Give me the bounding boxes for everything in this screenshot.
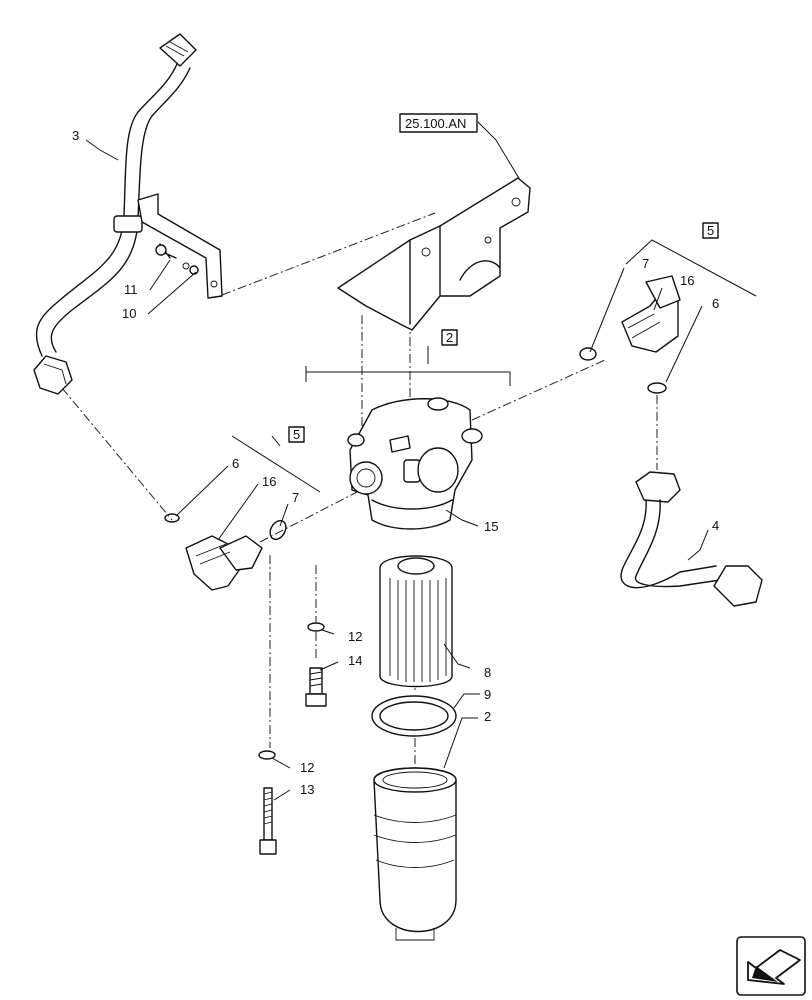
callout-7-right[interactable]: 7	[642, 256, 649, 271]
filter-element	[379, 555, 453, 688]
callout-7-left[interactable]: 7	[292, 490, 299, 505]
leader-lines	[85, 121, 757, 801]
filter-head	[347, 397, 483, 530]
callout-16-left[interactable]: 16	[262, 474, 276, 489]
callout-labels: 3 11 10 7 16 6 6 16 7 15 12 14 8 9 2 12 …	[72, 128, 719, 797]
callout-12-lower[interactable]: 12	[300, 760, 314, 775]
left-fitting-set	[164, 513, 287, 591]
return-tube	[620, 471, 763, 607]
mounting-bracket	[337, 177, 531, 331]
fasteners	[258, 622, 327, 855]
callout-6-right[interactable]: 6	[712, 296, 719, 311]
boxed-callout-2[interactable]: 2	[441, 329, 458, 346]
assembly-center-lines	[61, 212, 658, 765]
callout-15[interactable]: 15	[484, 519, 498, 534]
callout-14[interactable]: 14	[348, 653, 362, 668]
filter-bowl	[373, 767, 457, 941]
callout-9[interactable]: 9	[484, 687, 491, 702]
callout-11[interactable]: 11	[124, 282, 138, 297]
boxed-callout-5-left-text: 5	[293, 427, 300, 442]
callout-16-right[interactable]: 16	[680, 273, 694, 288]
callout-3[interactable]: 3	[72, 128, 79, 143]
callout-6-left[interactable]: 6	[232, 456, 239, 471]
seal-ring	[371, 695, 457, 737]
callout-8[interactable]: 8	[484, 665, 491, 680]
boxed-callout-2-text: 2	[446, 330, 453, 345]
tube-assembly	[33, 33, 197, 395]
callout-12-upper[interactable]: 12	[348, 629, 362, 644]
reference-label: 25.100.AN	[405, 116, 466, 131]
callout-13[interactable]: 13	[300, 782, 314, 797]
boxed-callout-5-left[interactable]: 5	[288, 426, 305, 443]
callout-2[interactable]: 2	[484, 709, 491, 724]
boxed-callout-5-right-text: 5	[707, 223, 714, 238]
right-fitting-set	[579, 275, 681, 394]
navigation-arrow-icon[interactable]	[736, 936, 806, 996]
callout-10[interactable]: 10	[122, 306, 136, 321]
boxed-callout-5-right[interactable]: 5	[702, 222, 719, 239]
reference-label-box[interactable]: 25.100.AN	[399, 113, 478, 133]
tube-bracket	[137, 193, 223, 299]
callout-4[interactable]: 4	[712, 518, 719, 533]
